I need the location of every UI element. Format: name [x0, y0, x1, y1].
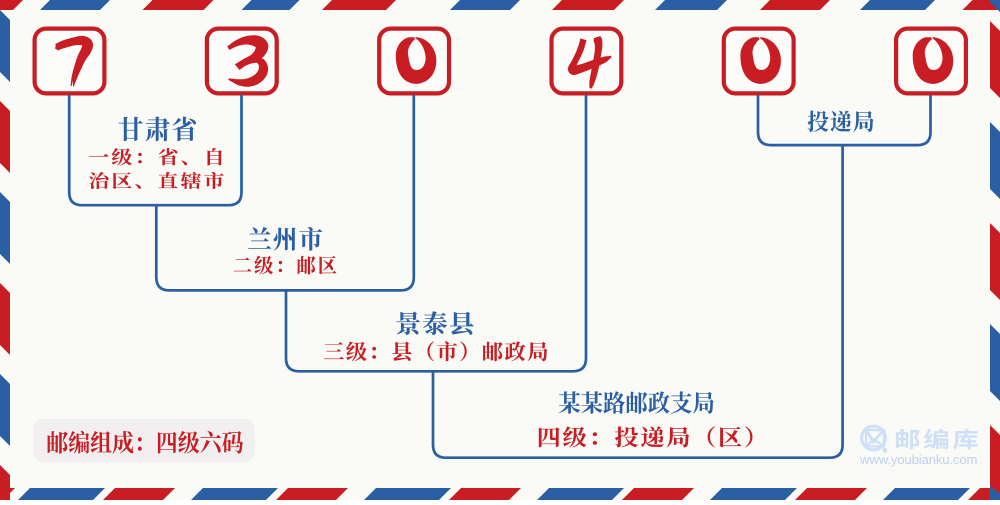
svg-text:www.youbianku.com: www.youbianku.com — [859, 452, 978, 467]
